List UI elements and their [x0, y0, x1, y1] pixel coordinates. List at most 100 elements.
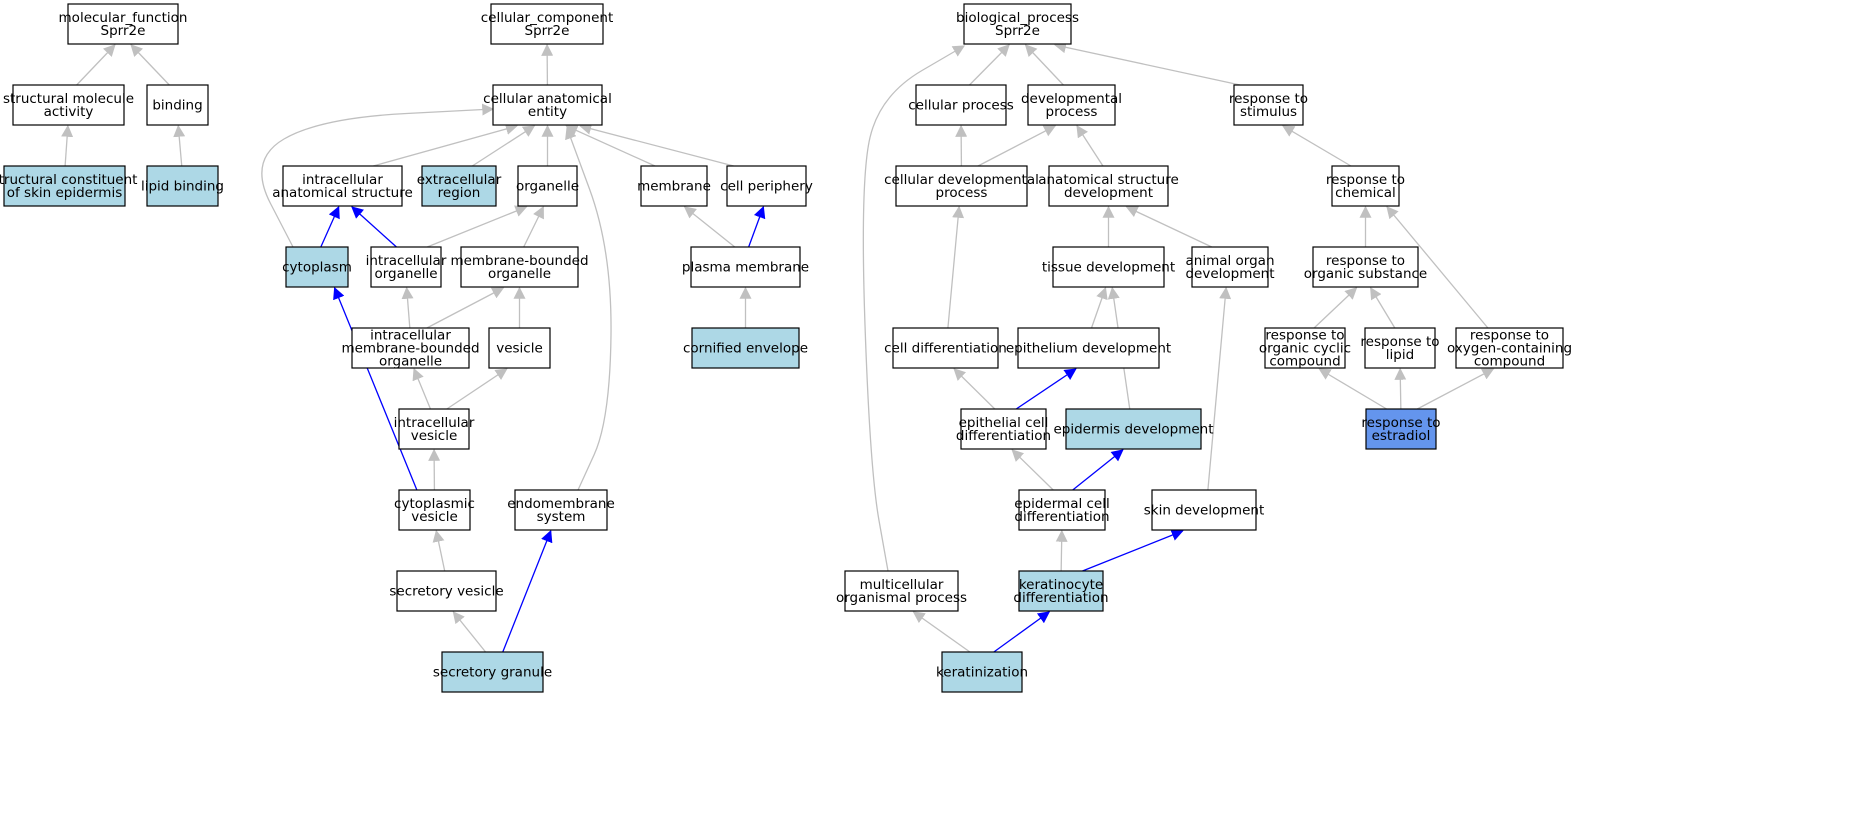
- node-label-line: plasma membrane: [682, 260, 809, 276]
- edge-epi_cell_diff-to-epi_dev: [1015, 368, 1077, 410]
- node-skin-dev[interactable]: skin development: [1144, 489, 1265, 531]
- edge-ic_org-to-organelle: [426, 205, 528, 248]
- edge-cell_diff-to-cell_dev: [947, 205, 965, 329]
- node-box: [490, 3, 604, 45]
- node-label-line: intracellular: [366, 253, 447, 269]
- node-epidermis-dev[interactable]: epidermis development: [1053, 408, 1214, 450]
- node-label-line: organelle: [488, 266, 551, 282]
- edge-epi_dev-to-tissue_dev: [1090, 286, 1108, 329]
- edge-resp_stim-to-bp_root: [1053, 41, 1241, 86]
- node-epi-dev[interactable]: epithelium development: [1006, 327, 1171, 369]
- node-label-line: biological_process: [956, 10, 1079, 26]
- node-label-line: response to: [1360, 334, 1439, 350]
- node-organelle[interactable]: organelle: [516, 165, 579, 207]
- node-pm[interactable]: plasma membrane: [682, 246, 809, 288]
- node-cell-proc[interactable]: cellular process: [908, 84, 1014, 126]
- node-box: [460, 246, 579, 288]
- node-box: [1312, 246, 1419, 288]
- node-box: [1018, 489, 1106, 531]
- node-sec-gran[interactable]: secretory granule: [433, 651, 552, 693]
- edge-cytoplasm-to-cae: [261, 103, 495, 248]
- edge-animal_org-to-anat_dev: [1125, 206, 1213, 248]
- node-box: [3, 165, 126, 207]
- node-box: [1364, 327, 1436, 369]
- node-membrane[interactable]: membrane: [637, 165, 711, 207]
- edge-resp_estradiol-to-resp_cyclic: [1318, 368, 1387, 410]
- node-label-line: binding: [152, 98, 202, 114]
- edge-mb_org-to-organelle: [523, 205, 544, 248]
- node-cell-diff[interactable]: cell differentiation: [884, 327, 1007, 369]
- node-cornified[interactable]: cornified envelope: [683, 327, 808, 369]
- node-label-line: Sprr2e: [101, 23, 146, 39]
- node-label-line: epithelial cell: [959, 415, 1049, 431]
- node-keratinization[interactable]: keratinization: [936, 651, 1028, 693]
- node-label-line: membrane: [637, 179, 711, 195]
- edge-resp_estradiol-to-resp_lipid: [1394, 367, 1407, 410]
- node-box: [396, 570, 497, 612]
- edge-multicell-to-bp_root: [862, 45, 966, 572]
- node-periphery[interactable]: cell periphery: [720, 165, 813, 207]
- node-box: [282, 165, 403, 207]
- node-box: [1191, 246, 1269, 288]
- node-vesicle[interactable]: vesicle: [488, 327, 551, 369]
- node-label-line: activity: [44, 104, 94, 120]
- node-label-line: differentiation: [956, 428, 1051, 444]
- node-label-line: response to: [1229, 91, 1308, 107]
- node-tissue-dev[interactable]: tissue development: [1042, 246, 1175, 288]
- node-binding[interactable]: binding: [146, 84, 209, 126]
- node-label-line: lipid binding: [141, 179, 224, 195]
- node-box: [892, 327, 999, 369]
- node-label-line: cytoplasmic: [394, 496, 475, 512]
- node-lipid-binding[interactable]: lipid binding: [141, 165, 224, 207]
- node-label-line: membrane-bounded: [341, 341, 479, 357]
- node-cytoplasm[interactable]: cytoplasm: [282, 246, 352, 288]
- node-label-line: cellular process: [908, 98, 1014, 114]
- node-label-line: development: [1064, 185, 1153, 201]
- node-label-line: intracellular: [394, 415, 475, 431]
- node-box: [895, 165, 1028, 207]
- node-box: [370, 246, 442, 288]
- node-box: [146, 84, 209, 126]
- edge-ic_ves-to-imbo: [412, 367, 432, 410]
- node-label-line: oxygen-containing: [1447, 341, 1572, 357]
- node-label-line: system: [537, 509, 586, 525]
- edge-resp_cyclic-to-resp_org_sub: [1313, 287, 1358, 329]
- edge-ic_ves-to-vesicle: [446, 368, 508, 410]
- node-label-line: response to: [1326, 253, 1405, 269]
- node-box: [398, 408, 470, 450]
- node-sec-ves[interactable]: secretory vesicle: [389, 570, 504, 612]
- node-label-line: response to: [1361, 415, 1440, 431]
- node-label-line: keratinization: [936, 665, 1028, 681]
- node-label-line: vesicle: [496, 341, 543, 357]
